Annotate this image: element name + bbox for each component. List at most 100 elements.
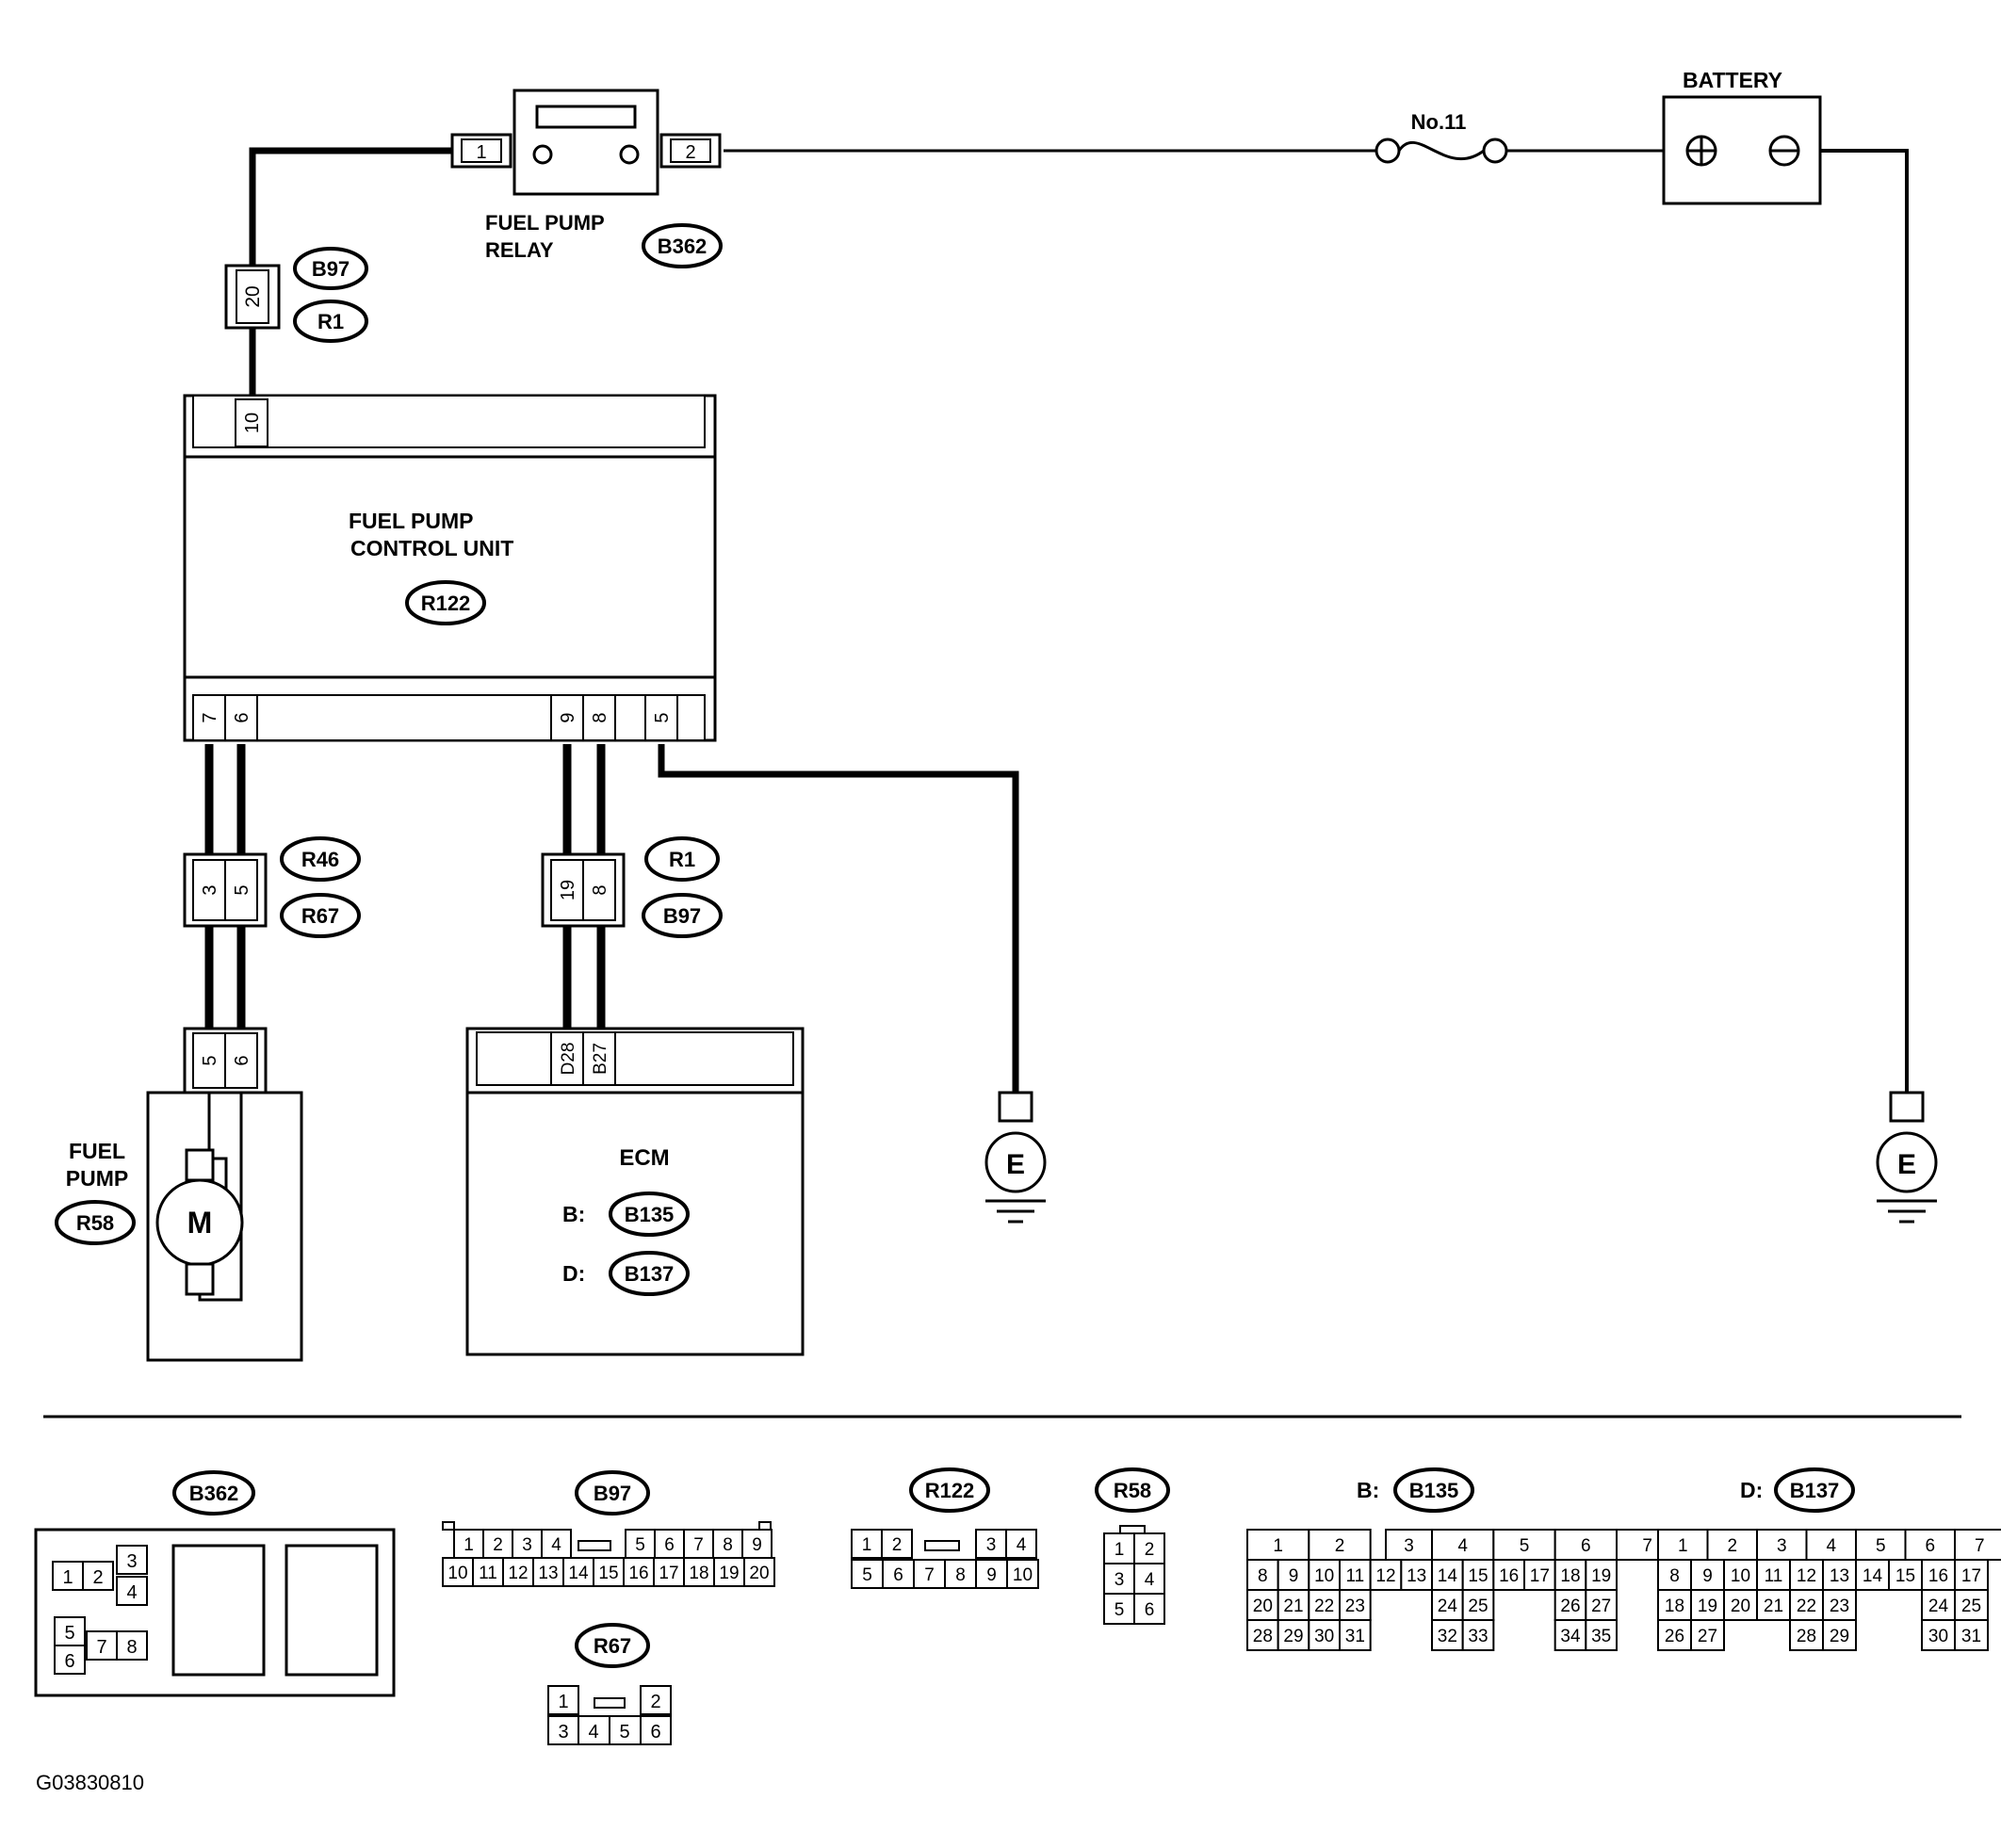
connector-latch	[924, 1540, 960, 1551]
b137-pin-13: 13	[1830, 1566, 1849, 1586]
pin-cell	[1756, 1529, 1808, 1561]
b97-pin-18: 18	[689, 1564, 708, 1583]
connector-view-b362: B362 1 2 3 4 5 6 7 8	[34, 1470, 396, 1697]
b137-pin-8: 8	[1669, 1566, 1680, 1586]
pin-cell	[1756, 1559, 1791, 1591]
pin-cell	[1554, 1619, 1587, 1651]
b135-pin-33: 33	[1468, 1627, 1488, 1646]
b135-pin-13: 13	[1407, 1566, 1426, 1586]
b137-pin-28: 28	[1797, 1627, 1816, 1646]
relay-code: B362	[658, 235, 708, 258]
b137-pin-11: 11	[1765, 1566, 1783, 1586]
r46-pin-3: 3	[200, 884, 220, 895]
pump-code: R58	[76, 1211, 114, 1235]
code-b97-top: B97	[312, 257, 350, 281]
r122-pin-1: 1	[862, 1535, 872, 1555]
b97-pin-6: 6	[664, 1535, 675, 1555]
b97-pin-13: 13	[538, 1564, 558, 1583]
r67-pin-2: 2	[650, 1692, 660, 1712]
r46-pin-5: 5	[232, 884, 252, 895]
b97-pin-12: 12	[508, 1564, 528, 1583]
r67-pin-3: 3	[558, 1722, 568, 1743]
pin-cell	[1308, 1529, 1372, 1561]
fuel-pump-relay: 1 2 FUEL PUMP RELAY B362	[450, 89, 723, 268]
b137-pin-10: 10	[1731, 1566, 1750, 1586]
battery: BATTERY	[1662, 68, 1822, 205]
fpcu-label-line2: CONTROL UNIT	[350, 536, 513, 560]
b135-pin-3: 3	[1404, 1536, 1414, 1556]
b137-pin-21: 21	[1764, 1597, 1783, 1616]
pin-cell	[541, 1529, 572, 1559]
wire-battery-to-ground	[1820, 149, 1909, 1093]
pin-cell	[1246, 1619, 1279, 1651]
pump-label-line1: FUEL	[69, 1139, 125, 1163]
wire-relay-to-r1	[249, 147, 452, 266]
pin-cell	[975, 1559, 1008, 1589]
b135-pin-28: 28	[1253, 1627, 1273, 1646]
b97-pin-16: 16	[628, 1564, 648, 1583]
view-r67-code: R67	[594, 1634, 631, 1658]
b137-pin-2: 2	[1727, 1536, 1737, 1556]
r67-pin-1: 1	[558, 1692, 568, 1712]
b137-pin-29: 29	[1830, 1627, 1849, 1646]
r122-pin-10: 10	[1013, 1565, 1033, 1585]
pin-cell	[623, 1557, 655, 1587]
pin-cell	[1133, 1593, 1165, 1625]
ground-battery: E	[1876, 1091, 1938, 1224]
r67-pin-5: 5	[619, 1722, 629, 1743]
pump-pin-6: 6	[232, 1055, 252, 1065]
pin-cell	[1690, 1619, 1725, 1651]
b135-pin-29: 29	[1283, 1627, 1303, 1646]
b135-pin-20: 20	[1253, 1597, 1273, 1616]
b135-pin-22: 22	[1314, 1597, 1334, 1616]
b97-pin-14: 14	[568, 1564, 589, 1583]
b137-pin-22: 22	[1797, 1597, 1816, 1616]
ecm-pin-d28: D28	[559, 1043, 578, 1076]
b97-pin-17: 17	[659, 1564, 678, 1583]
b97-pin-2: 2	[493, 1535, 503, 1555]
ecm-d-prefix: D:	[562, 1261, 585, 1286]
r58-pin-3: 3	[1114, 1570, 1125, 1590]
pin-cell	[1308, 1619, 1342, 1651]
ground-icon	[984, 1131, 1047, 1193]
r58-pin-1: 1	[1114, 1540, 1125, 1560]
b135-pin-27: 27	[1591, 1597, 1611, 1616]
relay-label-line2: RELAY	[485, 238, 554, 262]
b135-pin-25: 25	[1468, 1597, 1488, 1616]
r122-pin-4: 4	[1017, 1535, 1027, 1555]
b97-pin-7: 7	[693, 1535, 704, 1555]
b97-pin-8: 8	[723, 1535, 733, 1555]
r67-pin-6: 6	[650, 1722, 660, 1743]
pin-20: 20	[242, 285, 264, 307]
r1-pin-19: 19	[558, 880, 578, 900]
pin-cell	[653, 1557, 685, 1587]
b135-pin-1: 1	[1273, 1536, 1283, 1556]
pin-cell	[1400, 1559, 1434, 1591]
b135-pin-18: 18	[1560, 1566, 1580, 1586]
b135-pin-15: 15	[1468, 1566, 1488, 1586]
r58-pin-5: 5	[1114, 1600, 1125, 1620]
view-b97-code: B97	[594, 1482, 631, 1505]
pin-cell	[1585, 1619, 1619, 1651]
pin-cell	[1523, 1559, 1556, 1591]
pin-cell	[453, 1529, 484, 1559]
b97-pin-10: 10	[447, 1564, 467, 1583]
ecm: D28 B27 ECM B: B135 D: B137	[465, 1027, 805, 1356]
b362-pin-1: 1	[62, 1567, 73, 1588]
b137-pin-1: 1	[1678, 1536, 1688, 1556]
fpcu-pin-7: 7	[200, 712, 220, 722]
b135-pin-9: 9	[1289, 1566, 1299, 1586]
r122-pin-5: 5	[862, 1565, 872, 1585]
b135-pin-31: 31	[1345, 1627, 1365, 1646]
view-b362-code: B362	[189, 1482, 239, 1505]
connector-latch	[442, 1521, 455, 1531]
view-r58-code: R58	[1114, 1479, 1151, 1502]
pin-cell	[1690, 1559, 1725, 1591]
pin-cell	[442, 1557, 474, 1587]
fpcu-pin-8: 8	[590, 712, 610, 722]
